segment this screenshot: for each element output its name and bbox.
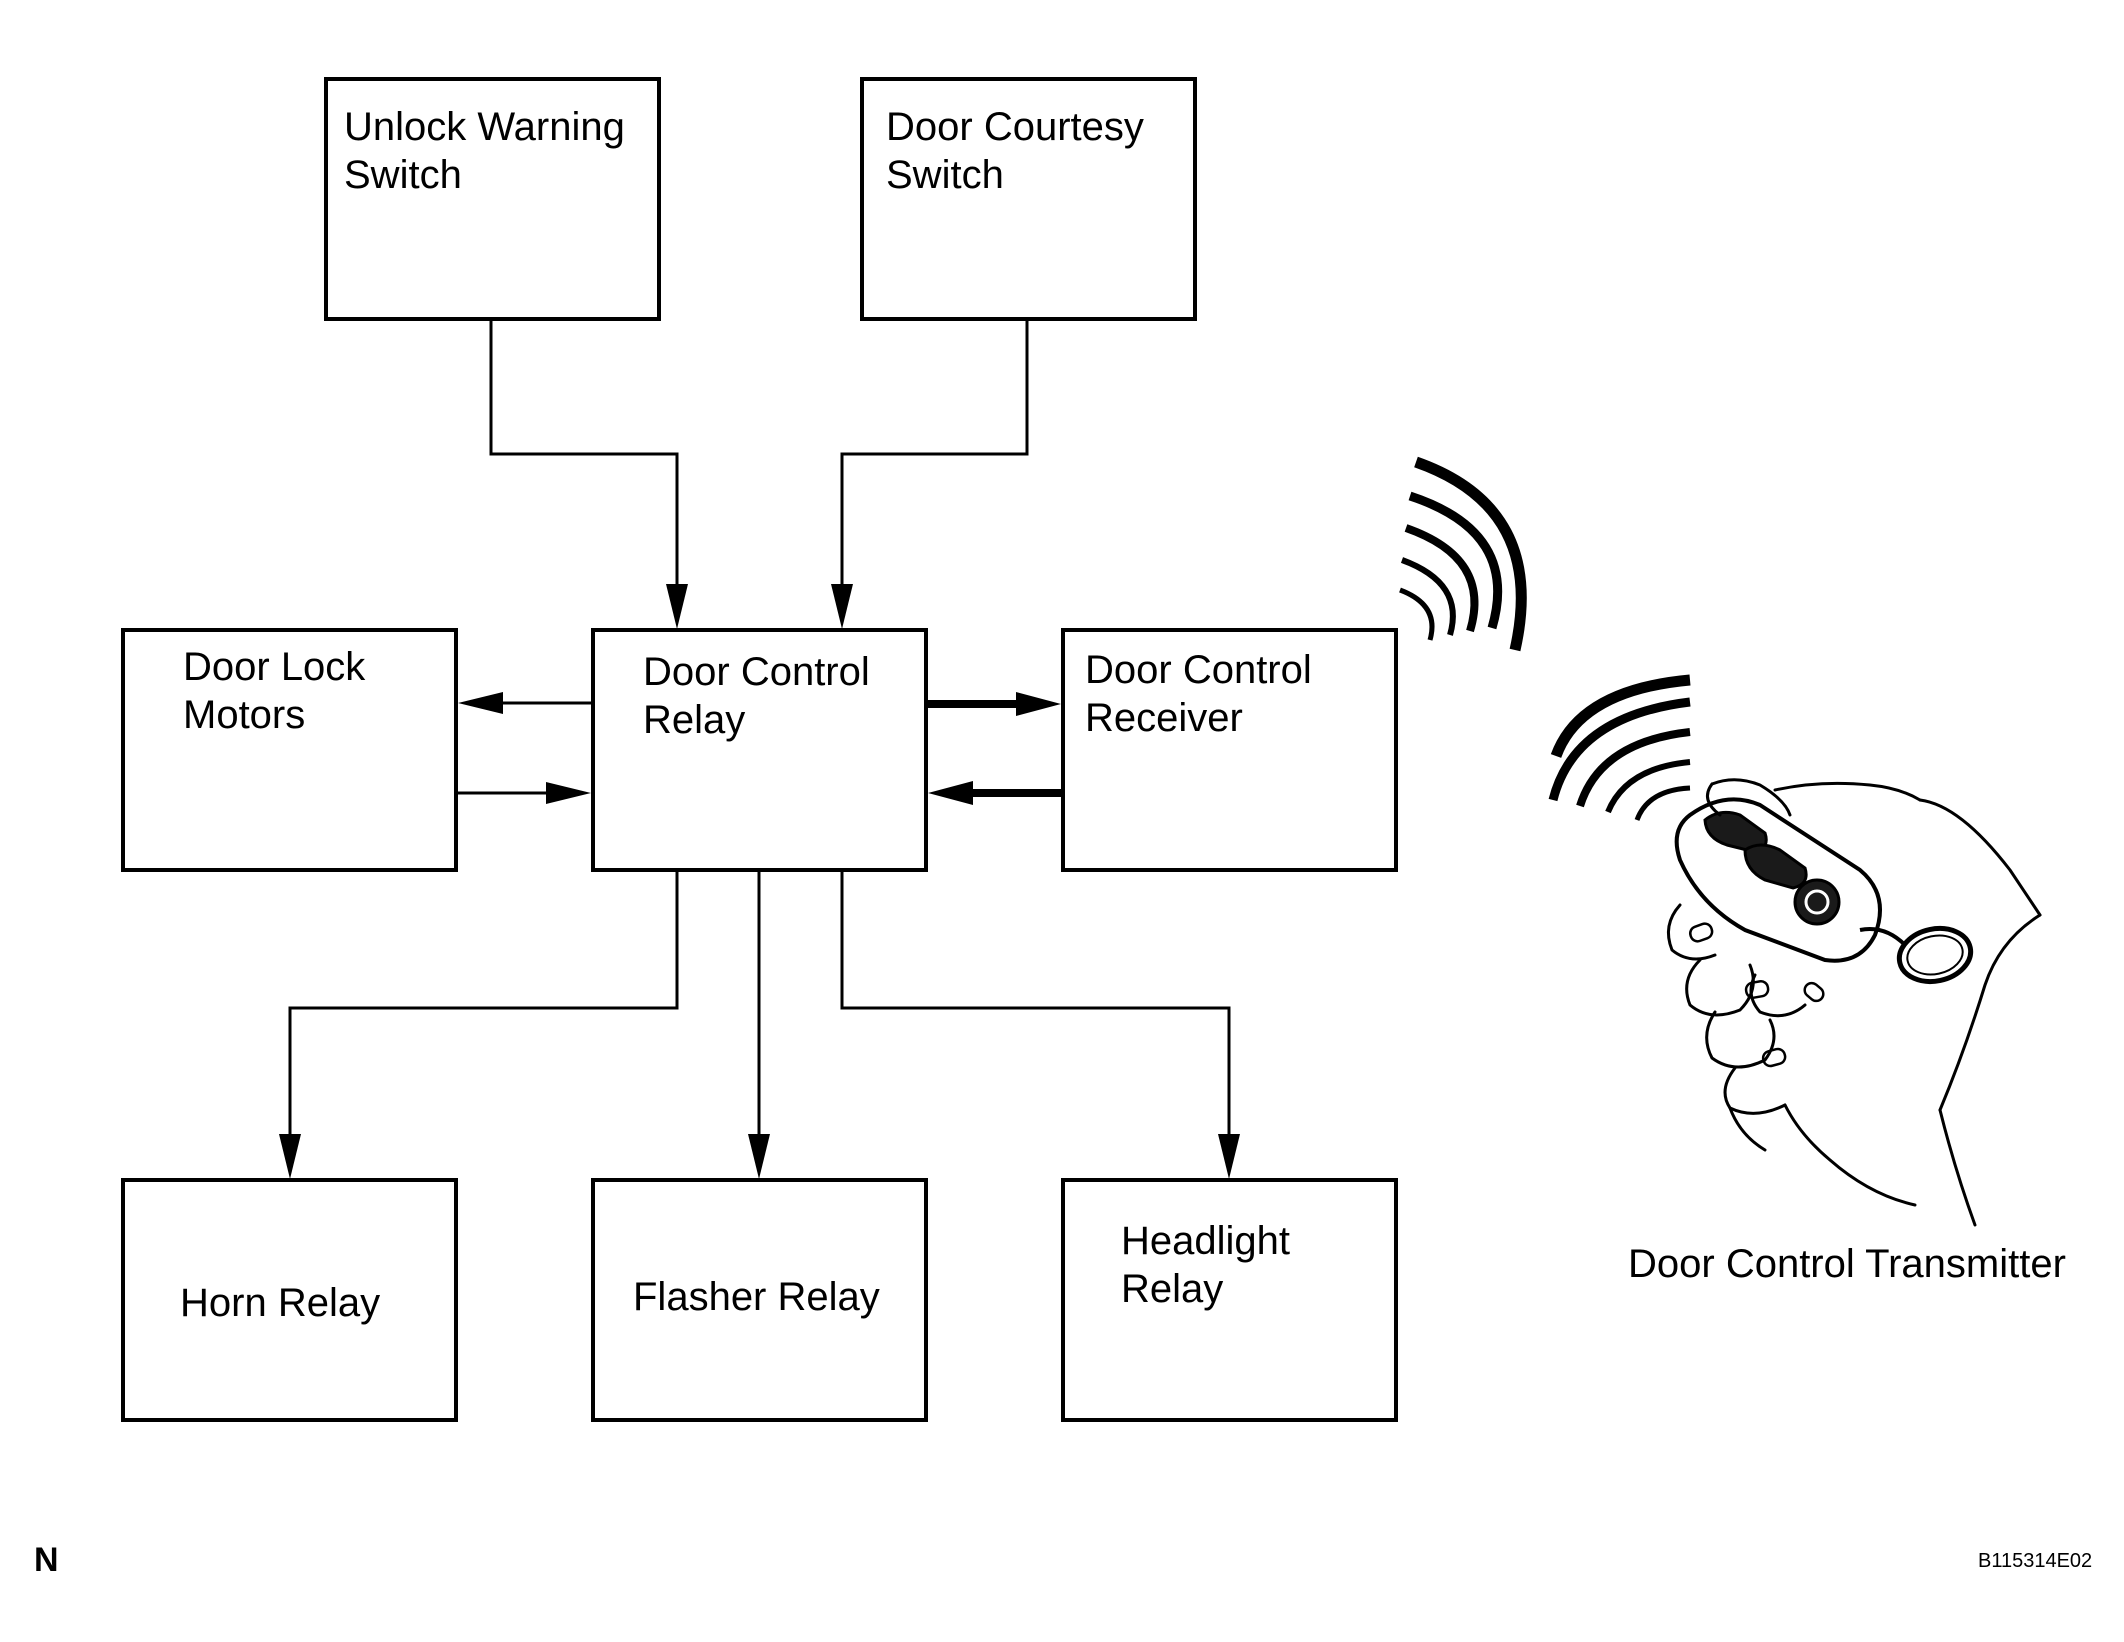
connector-relay-to-horn-relay: [279, 870, 679, 1179]
arrowhead: [1016, 692, 1061, 716]
arrowhead: [666, 584, 688, 629]
horn-relay-block: Horn Relay: [121, 1178, 458, 1422]
arrowhead: [748, 1134, 770, 1179]
connector-relay-to-receiver: [926, 692, 1061, 716]
arrowhead: [1218, 1134, 1240, 1179]
door-control-relay-block: Door Control Relay: [591, 628, 928, 872]
door-control-relay-label-line-2: Relay: [643, 698, 745, 742]
key-fob-icon: [1674, 797, 1974, 985]
connector-door-lock-motors-to-relay: [456, 782, 591, 804]
unlock-warning-switch-label-line-2: Switch: [344, 153, 462, 197]
unlock-warning-switch-block: Unlock Warning Switch: [324, 77, 661, 321]
door-courtesy-switch-label-line-1: Door Courtesy: [886, 105, 1144, 149]
door-courtesy-switch-label-line-2: Switch: [886, 153, 1004, 197]
flasher-relay-block: Flasher Relay: [591, 1178, 928, 1422]
door-courtesy-switch-block: Door Courtesy Switch: [860, 77, 1197, 321]
arrowhead: [831, 584, 853, 629]
connector-relay-to-headlight-relay: [840, 870, 1240, 1179]
arrowhead: [279, 1134, 301, 1179]
connector-door-courtesy-to-relay: [831, 319, 1029, 629]
corner-mark: N: [34, 1541, 59, 1579]
door-control-relay-label-line-1: Door Control: [643, 650, 870, 694]
arrowhead: [928, 781, 973, 805]
door-control-receiver-label-line-2: Receiver: [1085, 696, 1243, 740]
receiver-signal-waves-icon: [1399, 456, 1527, 652]
door-control-receiver-label-line-1: Door Control: [1085, 648, 1312, 692]
hand-holding-transmitter-icon: [1666, 778, 2042, 1227]
headlight-relay-label-line-2: Relay: [1121, 1267, 1223, 1311]
connector-unlock-warning-to-relay: [489, 319, 688, 629]
transmitter-caption: Door Control Transmitter: [1628, 1242, 2066, 1286]
figure-code: B115314E02: [1978, 1550, 2092, 1572]
connector-receiver-to-relay: [928, 781, 1063, 805]
connector-relay-to-door-lock-motors: [458, 692, 593, 714]
transmitter-signal-waves-icon: [1548, 674, 1691, 821]
door-lock-motors-label-line-1: Door Lock: [183, 645, 366, 689]
unlock-warning-switch-label-line-1: Unlock Warning: [344, 105, 625, 149]
flasher-relay-label: Flasher Relay: [633, 1275, 880, 1319]
horn-relay-label: Horn Relay: [180, 1281, 380, 1325]
headlight-relay-block: Headlight Relay: [1061, 1178, 1398, 1422]
arrowhead: [546, 782, 591, 804]
headlight-relay-label-line-1: Headlight: [1121, 1219, 1290, 1263]
arrowhead: [458, 692, 503, 714]
door-control-receiver-block: Door Control Receiver: [1061, 628, 1398, 872]
connector-relay-to-flasher-relay: [748, 870, 770, 1179]
door-lock-motors-label-line-2: Motors: [183, 693, 305, 737]
door-lock-motors-block: Door Lock Motors: [121, 628, 458, 872]
